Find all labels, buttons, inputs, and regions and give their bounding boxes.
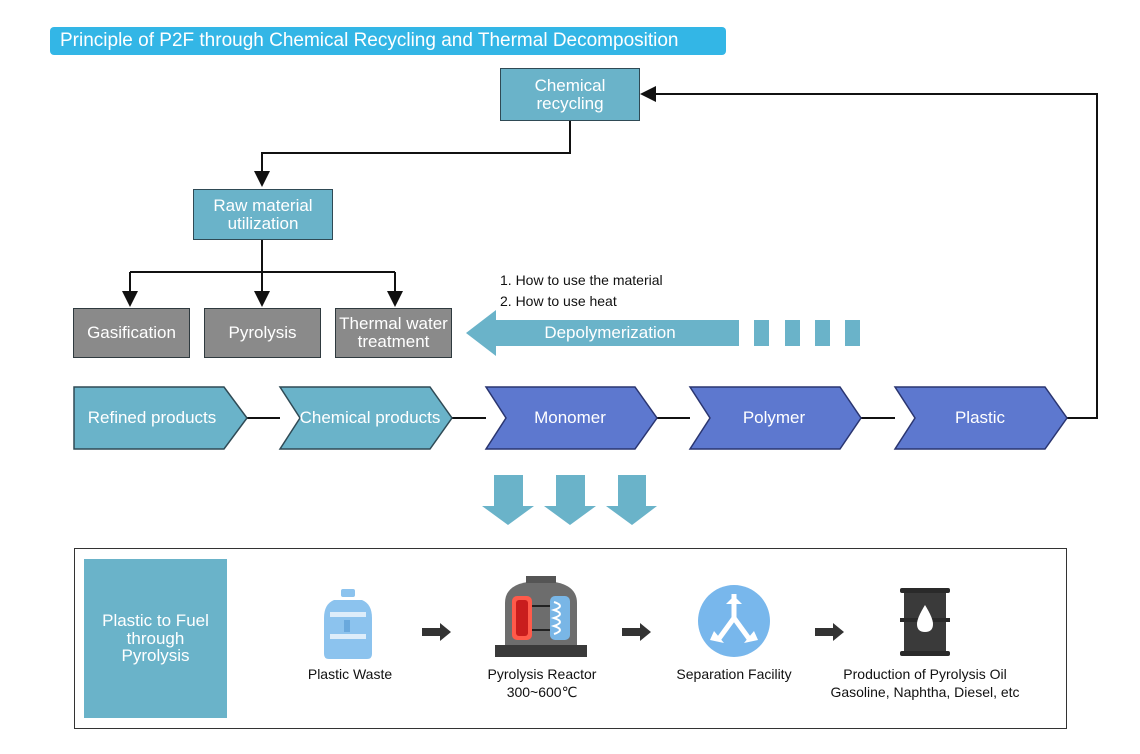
stage-separation-facility: Separation Facility bbox=[664, 666, 804, 684]
note-heat: 2. How to use heat bbox=[500, 293, 617, 309]
depolymerization-label: Depolymerization bbox=[544, 323, 676, 342]
depolymerization-arrow bbox=[466, 310, 860, 356]
chemical-recycling-label: Chemical recycling bbox=[534, 75, 606, 113]
chain-label-chemical-products: Chemical products bbox=[299, 408, 441, 427]
page-title: Principle of P2F through Chemical Recycl… bbox=[50, 27, 726, 55]
stage-pyrolysis-reactor: Pyrolysis Reactor 300~600℃ bbox=[462, 666, 622, 701]
chevron-plastic bbox=[893, 386, 1068, 450]
p2f-label: Plastic to Fuel through Pyrolysis bbox=[102, 610, 209, 666]
chain-label-plastic: Plastic bbox=[954, 408, 1006, 427]
chevron-refined-products bbox=[73, 386, 248, 450]
thermal-water-treatment-box: Thermal water treatment bbox=[335, 308, 452, 358]
pyrolysis-label: Pyrolysis bbox=[228, 323, 297, 343]
stage-plastic-waste-label: Plastic Waste bbox=[307, 666, 393, 682]
stage-pyrolysis-oil-products: Gasoline, Naphtha, Diesel, etc bbox=[830, 683, 1020, 700]
stage-plastic-waste: Plastic Waste bbox=[290, 666, 410, 684]
stage-separation-facility-label: Separation Facility bbox=[676, 666, 792, 682]
raw-material-label: Raw material utilization bbox=[213, 195, 313, 233]
stage-pyrolysis-reactor-label: Pyrolysis Reactor bbox=[487, 666, 597, 682]
chevron-monomer bbox=[484, 386, 658, 450]
chevron-polymer bbox=[688, 386, 862, 450]
chevron-chemical-products bbox=[278, 386, 453, 450]
gasification-label: Gasification bbox=[87, 323, 176, 343]
down-arrows bbox=[482, 475, 657, 525]
raw-material-box: Raw material utilization bbox=[193, 189, 333, 240]
stage-pyrolysis-oil-label: Production of Pyrolysis Oil bbox=[843, 666, 1007, 682]
chain-label-monomer: Monomer bbox=[534, 408, 606, 427]
chain-label-polymer: Polymer bbox=[742, 408, 806, 427]
chemical-recycling-box: Chemical recycling bbox=[500, 68, 640, 121]
pyrolysis-box: Pyrolysis bbox=[204, 308, 321, 358]
stage-pyrolysis-oil: Production of Pyrolysis Oil Gasoline, Na… bbox=[820, 666, 1030, 701]
note-material: 1. How to use the material bbox=[500, 272, 663, 288]
p2f-label-box: Plastic to Fuel through Pyrolysis bbox=[84, 559, 227, 718]
chain-label-refined-products: Refined products bbox=[87, 408, 217, 427]
thermal-water-treatment-label: Thermal water treatment bbox=[339, 314, 448, 351]
chain-chevrons bbox=[73, 386, 1068, 450]
gasification-box: Gasification bbox=[73, 308, 190, 358]
stage-pyrolysis-reactor-temp: 300~600℃ bbox=[506, 683, 578, 700]
